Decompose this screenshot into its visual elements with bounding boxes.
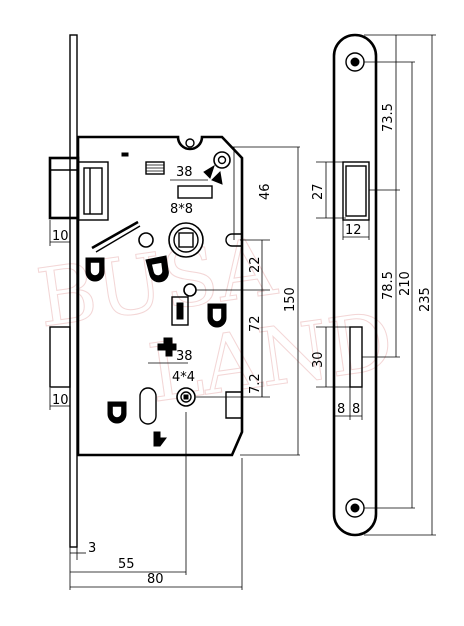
dim-strike-top: 73.5 [381, 103, 396, 132]
screw-hole-right [207, 303, 227, 328]
key-lever [157, 337, 177, 357]
dim-follower-square: 8*8 [170, 202, 193, 217]
dim-strike-bolt-w2: 8 [352, 402, 360, 417]
strike-plate-outline [332, 33, 378, 537]
dim-follower-spacing: 38 [176, 165, 193, 180]
lock-case [76, 135, 244, 457]
strike-screw-top [345, 52, 365, 72]
screw-hole-left-upper [85, 257, 105, 282]
cylinder-hub [176, 387, 196, 407]
dim-strike-latch-width: 12 [345, 223, 362, 238]
screw-hole-mid [145, 255, 169, 283]
follower-hub [168, 222, 204, 258]
dim-faceplate-width: 10 [52, 229, 69, 244]
dim-backset: 55 [118, 557, 135, 572]
dim-strike-latch-height: 27 [311, 183, 326, 200]
lock-body [48, 34, 244, 548]
dim-case-height: 150 [283, 287, 298, 312]
latch-bolt [48, 156, 109, 221]
dim-strike-bolt-w1: 8 [337, 402, 345, 417]
dim-offset-46: 46 [258, 183, 273, 200]
dim-cylinder-spacing: 38 [176, 349, 193, 364]
dim-case-depth: 80 [147, 572, 164, 587]
top-pin [203, 151, 231, 185]
dim-strike-total: 235 [418, 287, 433, 312]
latch-opening [342, 161, 370, 221]
dim-offset-7-2: 7.2 [248, 373, 263, 394]
dim-cylinder-square: 4*4 [172, 370, 195, 385]
dim-faceplate-width-lower: 10 [52, 393, 69, 408]
keyhole-slot [139, 387, 157, 425]
left-dimensions: 38 8*8 10 10 46 22 72 7.2 150 [49, 146, 300, 590]
right-dimensions: 27 12 30 8 8 73.5 78.5 210 [311, 34, 436, 536]
dead-bolt [49, 326, 71, 388]
lever-bracket [171, 296, 189, 326]
dim-strike-span: 210 [398, 271, 413, 296]
dim-strike-bolt-height: 30 [311, 351, 326, 368]
dim-strike-mid: 78.5 [381, 271, 396, 300]
dim-offset-22: 22 [248, 256, 263, 273]
screw-hole-left-lower [107, 401, 127, 424]
dim-backset-thickness: 3 [88, 541, 96, 556]
strike-plate [332, 33, 378, 537]
spring-block [145, 161, 165, 175]
strike-screw-bottom [345, 498, 365, 518]
dim-offset-72: 72 [248, 315, 263, 332]
